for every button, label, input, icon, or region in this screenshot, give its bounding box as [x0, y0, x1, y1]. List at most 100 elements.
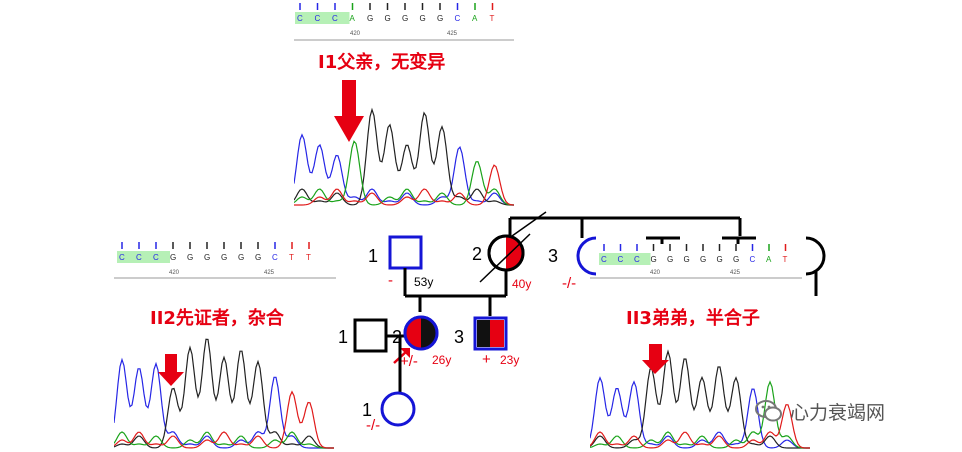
brother-age: 23y: [500, 353, 519, 367]
proband-trace: [114, 338, 334, 449]
base-letter: G: [367, 14, 373, 23]
aunt-genotype: -/-: [562, 275, 576, 292]
base-letter: G: [402, 14, 408, 23]
codon-highlight: [117, 251, 170, 263]
proband-circle: [403, 315, 439, 351]
trace-a: [590, 380, 810, 449]
spouse-square: [353, 318, 388, 353]
base-letter: G: [717, 255, 723, 264]
base-letter: C: [297, 14, 303, 23]
trace-g: [114, 338, 334, 449]
trace-c: [114, 357, 334, 449]
codon-highlight: [295, 12, 350, 24]
watermark: 心力衰竭网: [754, 396, 885, 426]
base-letter: C: [618, 255, 624, 264]
base-letter: T: [783, 255, 788, 264]
proband-age: 26y: [432, 353, 451, 367]
brother-chromatogram-panel: C C C G G G G G G C A T 420 425: [590, 236, 812, 452]
brother-caption: II3弟弟，半合子: [626, 308, 760, 329]
proband-tick-425: 425: [264, 270, 275, 276]
base-letter: C: [601, 255, 607, 264]
mother-circle: [479, 233, 531, 283]
base-letter: C: [750, 255, 756, 264]
base-letter: T: [289, 253, 294, 262]
child-genotype: -/-: [366, 417, 380, 434]
gen1-mother-label: 2: [472, 244, 482, 264]
base-letter: C: [315, 14, 321, 23]
base-letter: G: [684, 255, 690, 264]
watermark-text: 心力衰竭网: [790, 401, 886, 424]
brother-arrow-icon: [642, 344, 669, 374]
base-letter: G: [651, 255, 657, 264]
father-age: 53y: [414, 275, 433, 289]
trace-a: [114, 431, 334, 449]
base-letter: G: [221, 253, 227, 262]
base-letter: G: [170, 253, 176, 262]
base-letter: G: [437, 14, 443, 23]
father-trace: [294, 107, 514, 206]
base-letter: G: [700, 255, 706, 264]
base-letter: T: [306, 253, 311, 262]
gen1-father-label: 1: [368, 246, 378, 266]
codon-highlight: [599, 253, 651, 265]
base-letter: C: [136, 253, 142, 262]
proband-chromatogram: C C C G G G G G G C T T 420 425: [114, 242, 336, 449]
proband-genotype: +/-: [400, 353, 418, 370]
base-letter: A: [472, 14, 478, 23]
brother-tick-425: 425: [730, 270, 741, 276]
proband-chromatogram-panel: C C C G G G G G G C T T 420 425: [114, 236, 336, 452]
base-letter: C: [455, 14, 461, 23]
base-letter: C: [634, 255, 640, 264]
brother-trace: [590, 349, 810, 449]
father-caption: I1父亲，无变异: [318, 52, 446, 73]
base-letter: G: [255, 253, 261, 262]
father-arrow-icon: [334, 80, 364, 142]
proband-caption: II2先证者，杂合: [150, 308, 284, 329]
trace-c: [590, 376, 810, 449]
base-letter: G: [667, 255, 673, 264]
trace-g: [294, 107, 514, 206]
proband-arrow-icon: [158, 354, 184, 386]
brother-label: 3: [454, 327, 464, 347]
base-letter: A: [766, 255, 772, 264]
base-letter: C: [153, 253, 159, 262]
proband-tick-420: 420: [169, 270, 180, 276]
proband-label: 2: [392, 327, 402, 347]
base-letter: A: [350, 14, 356, 23]
trace-g: [590, 349, 810, 449]
father-tick-425: 425: [447, 31, 458, 37]
mother-age: 40y: [512, 277, 531, 291]
base-letter: G: [187, 253, 193, 262]
spouse-label: 1: [338, 327, 348, 347]
base-letter: G: [238, 253, 244, 262]
trace-t: [590, 404, 810, 449]
base-letter: G: [385, 14, 391, 23]
father-genotype: -: [388, 272, 393, 289]
base-letter: G: [420, 14, 426, 23]
base-letter: C: [272, 253, 278, 262]
father-square: [388, 235, 423, 270]
trace-a: [294, 140, 514, 206]
gen2-label-3: 3: [548, 246, 558, 266]
child-circle: [380, 391, 416, 427]
base-letter: T: [490, 14, 495, 23]
trace-c: [294, 133, 514, 206]
child-label: 1: [362, 400, 372, 420]
base-letter: C: [119, 253, 125, 262]
trace-t: [114, 390, 334, 449]
brother-genotype: +: [482, 351, 491, 368]
wechat-icon: [755, 400, 782, 422]
father-tick-420: 420: [350, 31, 361, 37]
base-letter: G: [204, 253, 210, 262]
base-letter: G: [733, 255, 739, 264]
trace-t: [294, 164, 514, 206]
brother-chromatogram: C C C G G G G G G C A T 420 425: [590, 236, 812, 452]
brother-tick-420: 420: [650, 270, 661, 276]
